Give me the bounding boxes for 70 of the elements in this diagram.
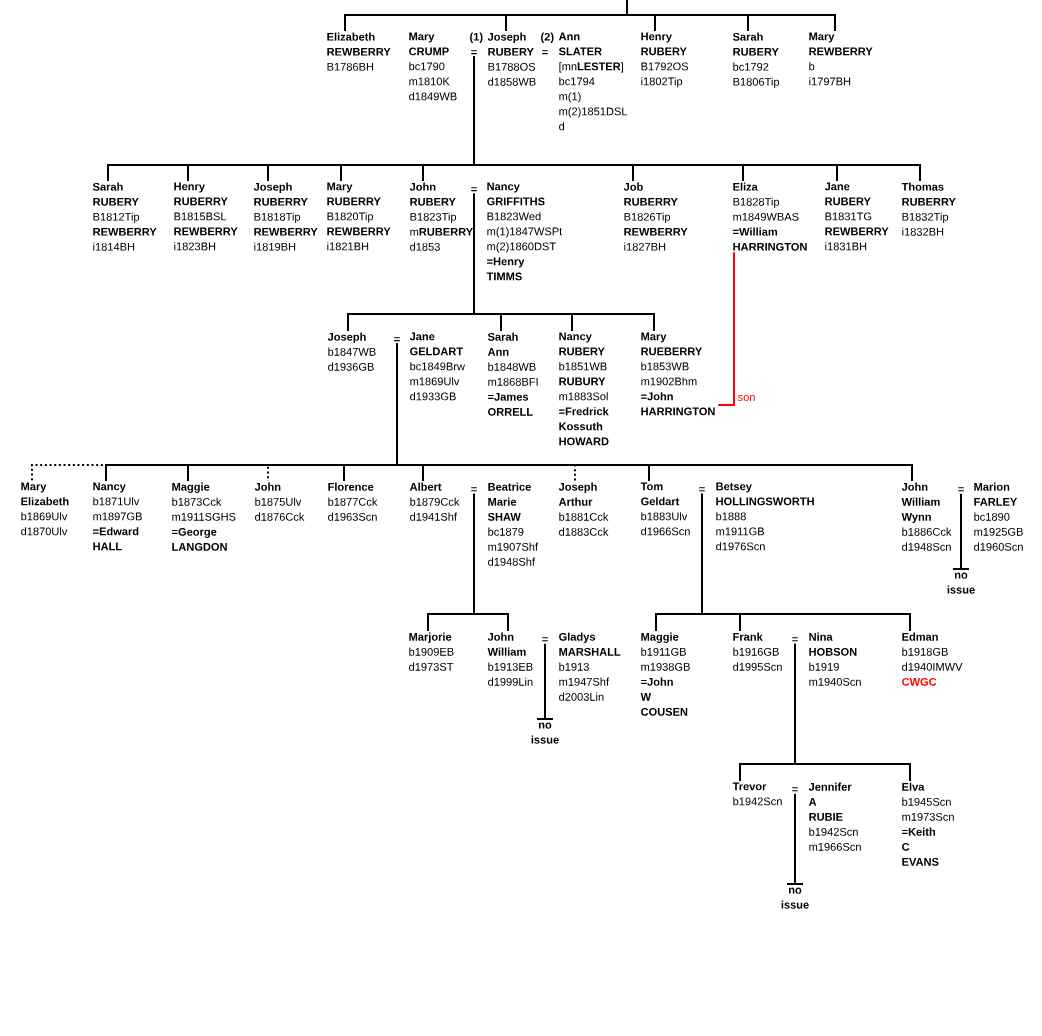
person-entry: Job RUBERRY B1826Tip REWBERRY i1827BH xyxy=(623,182,688,251)
person-entry: Sarah Ann b1848WB m1868BFI =James ORRELL xyxy=(487,332,538,416)
descent-line xyxy=(794,642,911,782)
person-entry: Jennifer A RUBIE b1942Scn m1966Scn xyxy=(808,782,861,851)
marriage-sign: = xyxy=(699,487,705,492)
person-entry: Jane RUBERY B1831TG REWBERRY i1831BH xyxy=(824,182,889,251)
descent-line xyxy=(473,55,921,182)
no-issue-note: no issue xyxy=(531,718,559,744)
edge-label: son xyxy=(736,393,757,403)
no-issue-line xyxy=(794,792,796,885)
person-entry: Eliza B1828Tip m1849WBAS =William HARRINGTON xyxy=(733,182,807,251)
person-entry: Trevor b1942Scn xyxy=(732,782,782,806)
marriage-sign: = xyxy=(958,487,964,492)
person-entry: Thomas RUBERRY B1832Tip i1832BH xyxy=(901,182,956,236)
no-issue-note: no issue xyxy=(781,883,809,909)
no-issue-line xyxy=(544,642,546,720)
descent-line xyxy=(473,192,655,332)
person-entry: John William b1913EB d1999Lin xyxy=(487,632,533,686)
person-entry: Ann SLATER [mnLESTER] bc1794 m(1) m(2)1851DSL d xyxy=(558,32,628,131)
person-entry: Edman b1918GB d1940IMWV CWGC xyxy=(902,632,963,686)
person-entry: Frank b1916GB d1995Scn xyxy=(733,632,782,671)
descent-line xyxy=(701,492,911,632)
person-entry: Mary RUBERRY B1820Tip REWBERRY i1821BH xyxy=(327,182,391,251)
person-entry: John William Wynn b1886Cck d1948Scn xyxy=(901,482,952,551)
no-issue-line xyxy=(960,492,962,570)
person-entry: Mary RUEBERRY b1853WB m1902Bhm =John HARRINGTON xyxy=(641,332,715,416)
marriage-sign: = xyxy=(792,637,798,642)
person-entry: Gladys MARSHALL b1913 m1947Shf d2003Lin xyxy=(559,632,621,701)
person-entry: Elizabeth REWBERRY B1786BH xyxy=(327,32,391,71)
marriage-sign: = xyxy=(542,50,548,55)
descent-line xyxy=(626,0,836,32)
person-entry: Joseph b1847WB d1936GB xyxy=(327,332,376,371)
no-issue-note: no issue xyxy=(947,568,975,594)
person-entry: Marjorie b1909EB d1973ST xyxy=(409,632,454,671)
person-entry: Betsey HOLLINGSWORTH b1888 m1911GB d1976Scn xyxy=(716,482,814,551)
person-entry: Marion FARLEY bc1890 m1925GB d1960Scn xyxy=(974,482,1023,551)
person-entry: Mary CRUMP bc1790 m1810K d1849WB xyxy=(409,32,457,101)
person-entry: Beatrice Marie SHAW bc1879 m1907Shf d1948Shf xyxy=(487,482,539,566)
marriage-sign: = xyxy=(792,787,798,792)
marriage-sign: = xyxy=(471,487,477,492)
person-entry: Nina HOBSON b1919 m1940Scn xyxy=(809,632,861,686)
relation-line xyxy=(717,251,735,406)
person-entry: Maggie b1873Cck m1911SGHS =George LANGDON xyxy=(172,482,236,551)
person-entry: Joseph Arthur b1881Cck d1883Cck xyxy=(558,482,609,536)
person-entry: Jane GELDART bc1849Brw m1869Ulv d1933GB xyxy=(409,332,465,401)
marriage-sign: = xyxy=(471,50,477,55)
person-entry: Henry RUBERRY B1815BSL REWBERRY i1823BH xyxy=(174,182,238,251)
marriage-number: (2) xyxy=(541,32,554,43)
person-entry: Elva b1945Scn m1973Scn =Keith C EVANS xyxy=(902,782,954,866)
person-entry: Florence b1877Cck d1963Scn xyxy=(328,482,378,521)
person-entry: Nancy RUBERY b1851WB RUBURY m1883Sol =Fredrick Kossuth HOWARD xyxy=(559,332,609,446)
person-entry: Nancy b1871Ulv m1897GB =Edward HALL xyxy=(93,482,142,551)
person-entry: Nancy GRIFFITHS B1823Wed m(1)1847WSPt m(2)1860DST =Henry TIMMS xyxy=(486,182,563,281)
person-entry: Sarah RUBERY B1812Tip REWBERRY i1814BH xyxy=(92,182,157,251)
person-entry: Maggie b1911GB m1938GB =John W COUSEN xyxy=(640,632,690,716)
person-entry: Henry RUBERY B1792OS i1802Tip xyxy=(641,32,689,88)
person-entry: Mary Elizabeth b1869Ulv d1870Ulv xyxy=(21,482,69,536)
person-entry: Tom Geldart b1883Ulv d1966Scn xyxy=(640,482,690,536)
descent-line xyxy=(473,492,509,632)
person-entry: Joseph RUBERY B1788OS d1858WB xyxy=(487,32,536,86)
marriage-sign: = xyxy=(471,187,477,192)
marriage-sign: = xyxy=(542,637,548,642)
person-entry: Mary REWBERRY b i1797BH xyxy=(809,32,873,86)
person-entry: John b1875Ulv d1876Cck xyxy=(254,482,305,521)
person-entry: Sarah RUBERY bc1792 B1806Tip xyxy=(732,32,780,88)
person-entry: Joseph RUBERRY B1818Tip REWBERRY i1819BH xyxy=(253,182,318,251)
marriage-sign: = xyxy=(394,337,400,342)
descent-line xyxy=(396,342,913,482)
person-entry: Albert b1879Cck d1941Shf xyxy=(409,482,460,521)
marriage-number: (1) xyxy=(470,32,483,43)
